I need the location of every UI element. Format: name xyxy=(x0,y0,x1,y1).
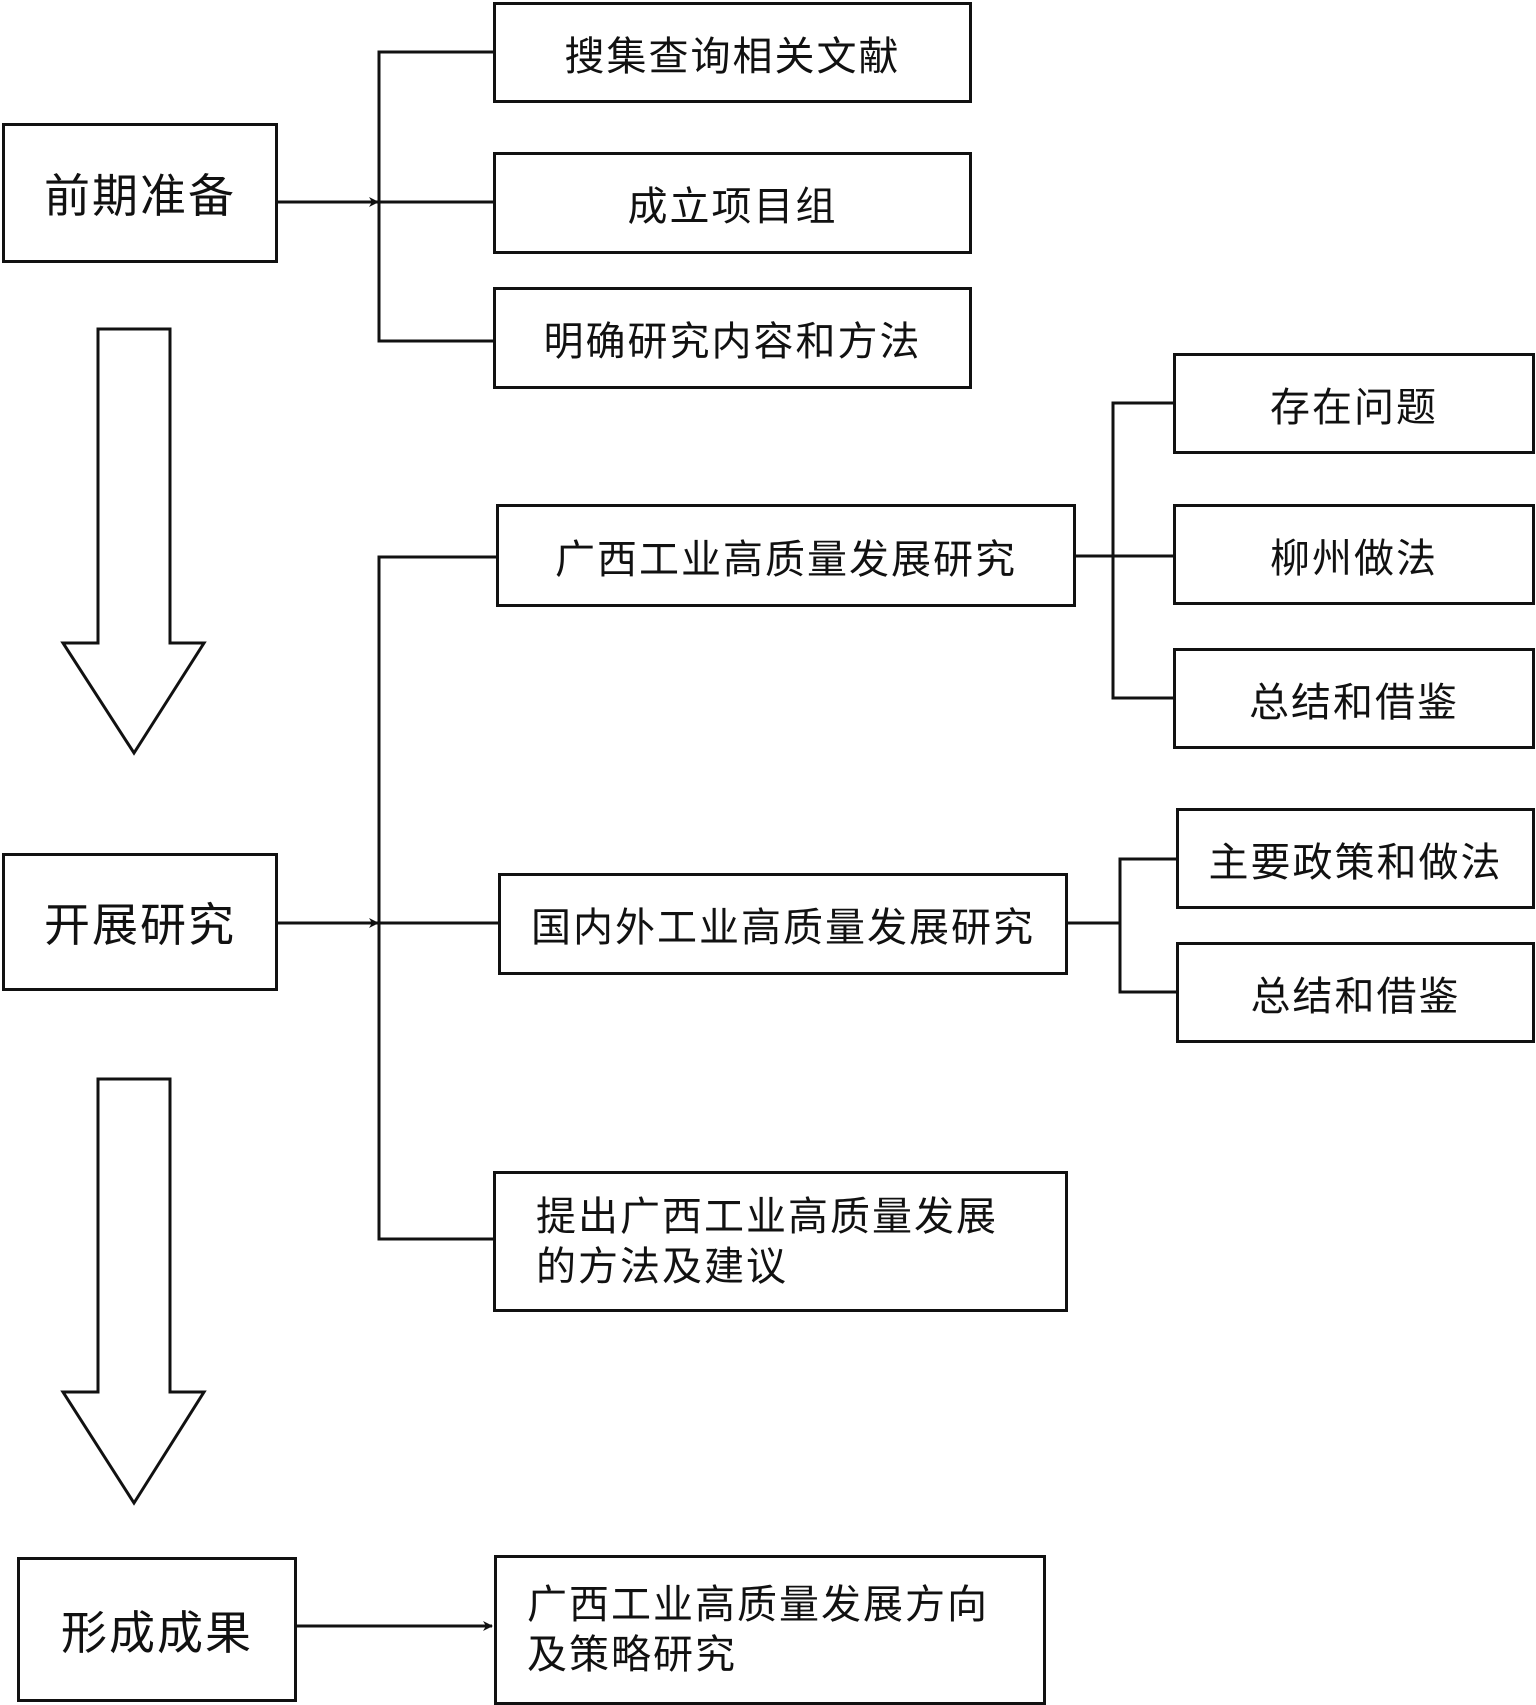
task-label: 广西工业高质量发展研究 xyxy=(555,536,1017,583)
subtask-box: 存在问题 xyxy=(1173,353,1535,454)
stage-label: 开展研究 xyxy=(44,898,236,952)
stage-label: 前期准备 xyxy=(44,169,236,223)
task-label: 成立项目组 xyxy=(627,184,838,230)
research-bracket xyxy=(377,555,496,1241)
subtask-box: 总结和借鉴 xyxy=(1176,942,1535,1043)
subtask-label: 总结和借鉴 xyxy=(1249,679,1459,726)
subtask-label: 总结和借鉴 xyxy=(1250,973,1461,1020)
result-label: 广西工业高质量发展方向 及策略研究 xyxy=(527,1580,989,1680)
result-box: 广西工业高质量发展方向 及策略研究 xyxy=(494,1555,1046,1705)
subtask-box: 柳州做法 xyxy=(1173,504,1535,605)
task-box: 成立项目组 xyxy=(493,152,972,254)
prep-bracket xyxy=(377,50,493,343)
task-label-line: 的方法及建议 xyxy=(536,1243,788,1290)
down-arrow-1 xyxy=(60,327,207,756)
down-arrow-2 xyxy=(60,1077,207,1506)
subtask-label: 柳州做法 xyxy=(1270,535,1438,582)
task-box-proposal: 提出广西工业高质量发展 的方法及建议 xyxy=(493,1171,1068,1312)
task-label: 国内外工业高质量发展研究 xyxy=(531,905,1035,951)
subtask-box: 主要政策和做法 xyxy=(1176,808,1535,909)
task-box: 明确研究内容和方法 xyxy=(493,287,972,389)
task-label: 搜集查询相关文献 xyxy=(564,33,901,80)
subtask-label: 主要政策和做法 xyxy=(1208,839,1503,886)
guangxi-bracket xyxy=(1111,401,1173,700)
task-label: 提出广西工业高质量发展 的方法及建议 xyxy=(536,1192,998,1292)
stage-box-result: 形成成果 xyxy=(17,1557,297,1702)
stage-box-research: 开展研究 xyxy=(2,853,278,991)
domestic-bracket xyxy=(1118,857,1176,994)
task-box-domestic-foreign: 国内外工业高质量发展研究 xyxy=(498,873,1068,975)
result-label-line: 及策略研究 xyxy=(527,1632,737,1678)
stage-label: 形成成果 xyxy=(61,1605,253,1660)
task-box-guangxi: 广西工业高质量发展研究 xyxy=(496,504,1076,607)
task-box: 搜集查询相关文献 xyxy=(493,2,972,103)
result-label-line: 广西工业高质量发展方向 xyxy=(527,1582,989,1628)
subtask-label: 存在问题 xyxy=(1270,384,1438,431)
stage-box-prep: 前期准备 xyxy=(2,123,278,263)
task-label-line: 提出广西工业高质量发展 xyxy=(536,1193,998,1240)
subtask-box: 总结和借鉴 xyxy=(1173,648,1535,749)
task-label: 明确研究内容和方法 xyxy=(543,319,922,365)
